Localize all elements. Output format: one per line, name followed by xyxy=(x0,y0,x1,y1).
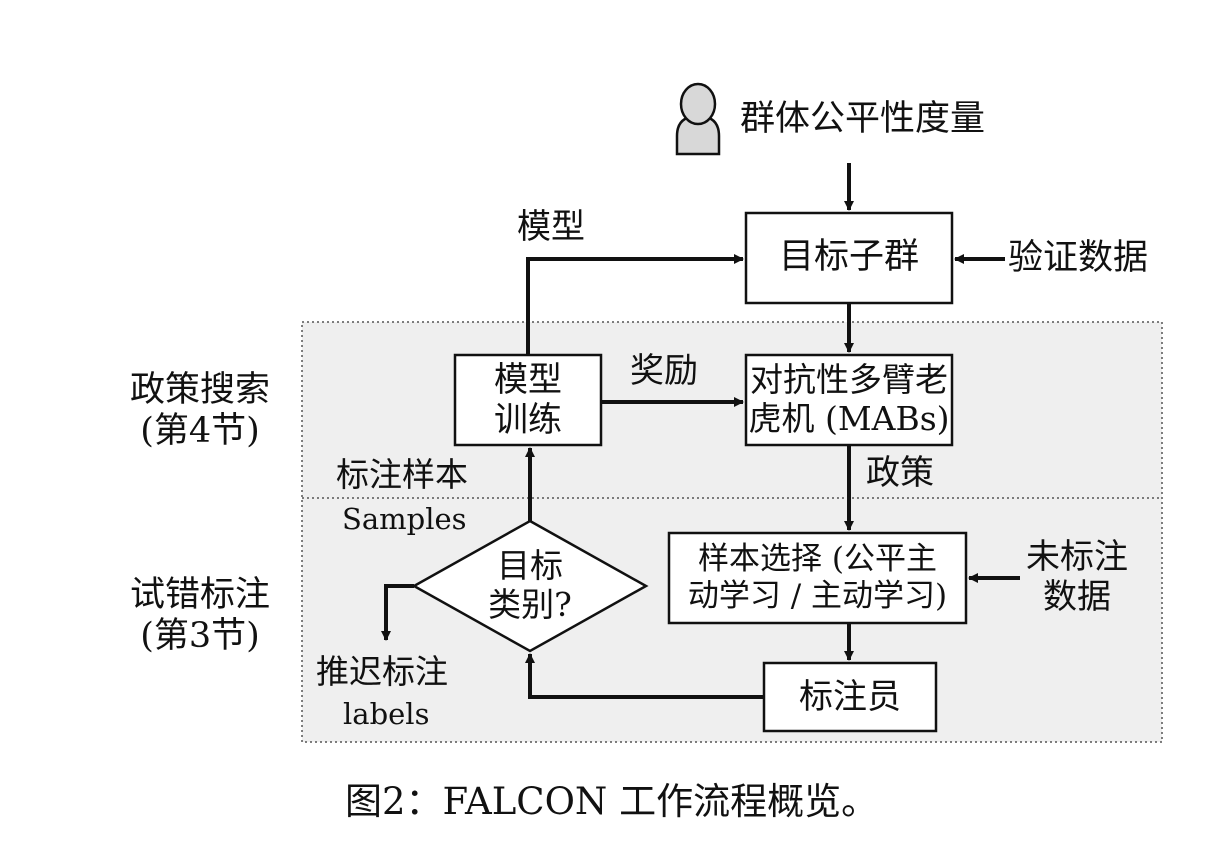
target-class-line-2: 类别? xyxy=(488,585,572,624)
unlabeled-data-text: 未标注 数据 xyxy=(1022,535,1132,619)
adversarial-mab-line-2: 虎机 (MABs) xyxy=(748,399,950,438)
sample-selection-box xyxy=(667,531,968,625)
sample-selection-text: 样本选择 (公平主 动学习 / 主动学习) xyxy=(669,533,966,623)
annotator-box xyxy=(762,661,938,733)
trial-error-line-2: (第3节) xyxy=(140,616,260,656)
edge-annotator-to-diamond xyxy=(525,653,764,699)
model-training-text: 模型 训练 xyxy=(455,355,601,445)
adversarial-mab-box xyxy=(744,353,954,447)
adversarial-mab-text: 对抗性多臂老 虎机 (MABs) xyxy=(746,355,952,445)
edge-label-defer-cn: 推迟标注 xyxy=(316,652,448,691)
target-class-line-1: 目标 xyxy=(497,546,563,586)
target-subgroup-box xyxy=(744,211,954,305)
unlabeled-data-line-2: 数据 xyxy=(1043,577,1111,617)
figure-caption: 图2：FALCON 工作流程概览。 xyxy=(345,780,879,823)
sample-selection-line-1: 样本选择 (公平主 xyxy=(698,541,937,578)
model-training-line-2: 训练 xyxy=(494,400,562,440)
fairness-metric-label: 群体公平性度量 xyxy=(740,99,986,139)
edge-diamond-to-defer xyxy=(381,584,414,641)
edge-label-model: 模型 xyxy=(517,207,585,247)
policy-search-line-2: (第4节) xyxy=(140,411,260,451)
target-subgroup-label: 目标子群 xyxy=(778,237,919,278)
edge-label-reward: 奖励 xyxy=(630,351,698,391)
edge-label-defer-en: labels xyxy=(343,697,430,731)
annotator-text: 标注员 xyxy=(764,663,936,731)
trial-error-line-1: 试错标注 xyxy=(129,574,270,615)
target-subgroup-text: 目标子群 xyxy=(746,213,952,303)
target-class-text: 目标 类别? xyxy=(464,541,596,631)
sample-selection-line-2: 动学习 / 主动学习) xyxy=(687,578,948,614)
validation-data-label: 验证数据 xyxy=(1008,238,1149,278)
policy-search-label: 政策搜索 (第4节) xyxy=(110,365,290,457)
policy-search-region xyxy=(302,322,1162,498)
policy-search-line-1: 政策搜索 xyxy=(129,369,270,410)
adversarial-mab-line-1: 对抗性多臂老 xyxy=(750,360,948,400)
annotator-label: 标注员 xyxy=(799,676,901,717)
unlabeled-data-line-1: 未标注 xyxy=(1026,536,1128,577)
person-icon xyxy=(675,82,721,156)
target-class-diamond xyxy=(411,519,649,653)
edge-label-policy: 政策 xyxy=(866,453,934,493)
model-training-line-1: 模型 xyxy=(494,359,562,400)
edge-label-labeled-samples-cn: 标注样本 xyxy=(336,455,468,494)
trial-error-label: 试错标注 (第3节) xyxy=(110,570,290,662)
edge-training-to-subgroup xyxy=(526,254,744,355)
edge-label-labeled-samples-en: Samples xyxy=(342,502,467,536)
region-border xyxy=(301,321,1163,743)
